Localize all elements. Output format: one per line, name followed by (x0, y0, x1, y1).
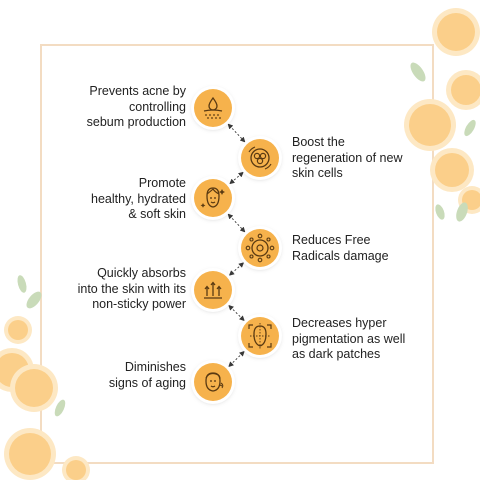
aging-face-icon (205, 372, 224, 392)
benefit-label: Diminishes signs of aging (108, 360, 186, 390)
benefit-label: Promote healthy, hydrated & soft skin (91, 176, 186, 221)
benefit-badge (194, 363, 232, 401)
glowing-face-icon (200, 187, 225, 208)
benefit-label: Boost the regeneration of new skin cells (292, 135, 403, 180)
content-frame (40, 44, 434, 464)
benefit-badge (241, 139, 279, 177)
benefit-badge (194, 271, 232, 309)
cell-regeneration-icon (248, 146, 272, 170)
benefit-label: Reduces Free Radicals damage (292, 233, 389, 263)
free-radicals-icon (245, 233, 275, 263)
benefit-badge (194, 179, 232, 217)
face-scan-icon (248, 323, 272, 349)
benefit-label: Quickly absorbs into the skin with its n… (77, 266, 186, 311)
benefit-badge (241, 229, 279, 267)
absorb-arrows-icon (204, 281, 222, 299)
benefit-label: Prevents acne by controlling sebum produ… (86, 84, 186, 129)
benefit-badge (241, 317, 279, 355)
benefit-badge (194, 89, 232, 127)
drop-skin-layer-icon (203, 96, 223, 119)
orange-slice-icon (0, 8, 480, 480)
benefit-label: Decreases hyper pigmentation as well as … (292, 316, 406, 361)
leaf-icon (17, 62, 476, 417)
